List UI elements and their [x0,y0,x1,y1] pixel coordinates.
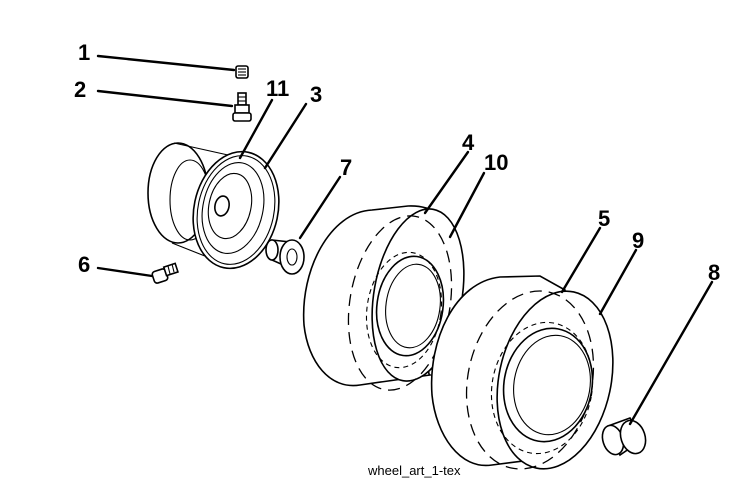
callout-7: 7 [340,155,352,180]
callout-5: 5 [598,206,610,231]
rear-tire [430,275,614,470]
callout-8: 8 [708,260,720,285]
callout-4: 4 [462,130,475,155]
callout-6: 6 [78,252,90,277]
grease-fitting [151,262,179,284]
wheel-rim [147,142,280,270]
valve-stem [232,92,252,122]
callout-1: 1 [78,40,90,65]
valve-cap [235,65,249,79]
callout-labels: 1 2 11 3 4 10 7 6 5 9 8 [74,40,720,285]
figure-caption: wheel_art_1-tex [367,463,461,478]
callout-11: 11 [266,76,289,101]
callout-3: 3 [310,82,322,107]
callout-10: 10 [484,150,508,175]
callout-9: 9 [632,228,644,253]
leader-lines [96,54,714,426]
flanged-bushing [265,239,305,275]
hub-cap [601,417,647,457]
callout-2: 2 [74,77,86,102]
